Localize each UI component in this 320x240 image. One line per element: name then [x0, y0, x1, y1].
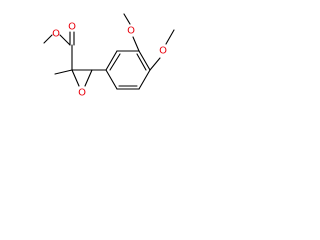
bond-c3-epoxide-o	[84, 69, 93, 87]
bond-o-carbonyl-c	[59, 34, 71, 46]
atom-labels: O O O O O	[52, 22, 167, 99]
epoxide-oxygen-label: O	[78, 88, 86, 99]
bond-ester-methyl-o	[43, 34, 53, 44]
bond-ring-methoxy1-o	[132, 36, 140, 52]
bond-ring-3-4	[138, 50, 151, 71]
molecule-structure: O O O O O	[43, 13, 175, 99]
ester-ether-oxygen-label: O	[52, 29, 60, 40]
bond-ring-6-1	[105, 69, 118, 90]
bonds	[43, 13, 175, 90]
bond-c2-methyl	[54, 69, 73, 75]
bond-ring-4-5	[138, 69, 151, 90]
bond-methoxy1-methyl	[123, 13, 131, 25]
methoxy2-oxygen-label: O	[159, 46, 167, 57]
bond-ring-1-2	[105, 50, 118, 71]
bond-ring-methoxy2-o	[149, 57, 161, 71]
methoxy1-oxygen-label: O	[127, 26, 135, 37]
bond-ring-inner-a	[109, 53, 121, 71]
bond-methoxy2-methyl	[165, 29, 175, 45]
bond-ring-inner-b	[136, 53, 147, 71]
ester-carbonyl-oxygen-label: O	[68, 22, 76, 33]
bond-c2-epoxide-o	[71, 69, 80, 87]
